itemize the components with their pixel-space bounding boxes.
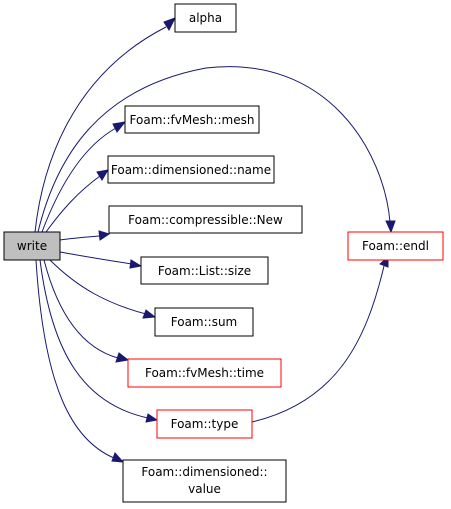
- node-type[interactable]: Foam::type: [156, 409, 253, 439]
- node-alpha-box: [174, 3, 237, 33]
- node-compressible-new-label: Foam::compressible::New: [128, 213, 283, 227]
- edge-type-endl: [251, 265, 385, 423]
- node-list-size[interactable]: Foam::List::size: [140, 256, 269, 285]
- node-time[interactable]: Foam::fvMesh::time: [127, 358, 282, 388]
- node-alpha-label: alpha: [189, 11, 222, 25]
- node-compressible-new-box: [108, 205, 303, 234]
- edge-write-endl: [37, 66, 391, 233]
- arrowhead-write-listSize: [129, 259, 143, 269]
- arrowhead-write-value: [111, 452, 125, 463]
- node-compressible-new[interactable]: Foam::compressible::New: [108, 205, 303, 234]
- arrowhead-write-type: [145, 413, 159, 423]
- edge-write-sum: [49, 259, 147, 315]
- edge-write-type: [39, 259, 149, 419]
- node-alpha[interactable]: alpha: [174, 3, 237, 33]
- node-mesh-box: [124, 105, 260, 134]
- node-endl[interactable]: Foam::endl: [347, 231, 444, 261]
- node-name[interactable]: Foam::dimensioned::name: [107, 155, 275, 184]
- edge-write-listSize: [59, 251, 133, 265]
- node-name-label: Foam::dimensioned::name: [111, 163, 271, 177]
- edge-write-alpha: [34, 26, 167, 233]
- node-endl-label: Foam::endl: [362, 239, 429, 253]
- edges: [34, 17, 396, 463]
- node-type-box: [156, 409, 253, 439]
- arrowhead-write-name: [96, 169, 109, 181]
- arrowhead-write-endl: [385, 220, 396, 234]
- arrowhead-write-compressibleNew: [98, 230, 111, 241]
- node-time-box: [127, 358, 282, 388]
- node-value-box: [122, 459, 287, 503]
- node-write-label: write: [17, 239, 47, 253]
- node-list-size-box: [140, 256, 269, 285]
- node-list-size-label: Foam::List::size: [158, 264, 251, 278]
- node-value[interactable]: Foam::dimensioned:: value: [122, 459, 287, 503]
- arrowhead-write-alpha: [163, 17, 177, 32]
- arrowhead-write-mesh: [112, 121, 127, 133]
- node-value-label-line1: Foam::dimensioned::: [141, 465, 267, 479]
- node-write-box: [3, 231, 61, 261]
- node-sum-label: Foam::sum: [171, 315, 238, 329]
- arrowhead-write-sum: [142, 309, 157, 319]
- node-time-label: Foam::fvMesh::time: [145, 366, 264, 380]
- edge-write-name: [45, 175, 101, 233]
- node-write[interactable]: write: [3, 231, 61, 261]
- node-sum[interactable]: Foam::sum: [154, 307, 254, 337]
- node-type-label: Foam::type: [171, 417, 239, 431]
- node-endl-box: [347, 231, 444, 261]
- edge-write-compressibleNew: [59, 235, 101, 241]
- edge-write-value: [35, 259, 115, 459]
- node-mesh-label: Foam::fvMesh::mesh: [130, 113, 255, 127]
- arrowhead-write-time: [115, 352, 130, 363]
- node-sum-box: [154, 307, 254, 337]
- edge-write-mesh: [41, 127, 117, 233]
- edge-write-time: [43, 259, 119, 359]
- node-name-box: [107, 155, 275, 184]
- node-mesh[interactable]: Foam::fvMesh::mesh: [124, 105, 260, 134]
- node-value-label-line2: value: [188, 482, 221, 496]
